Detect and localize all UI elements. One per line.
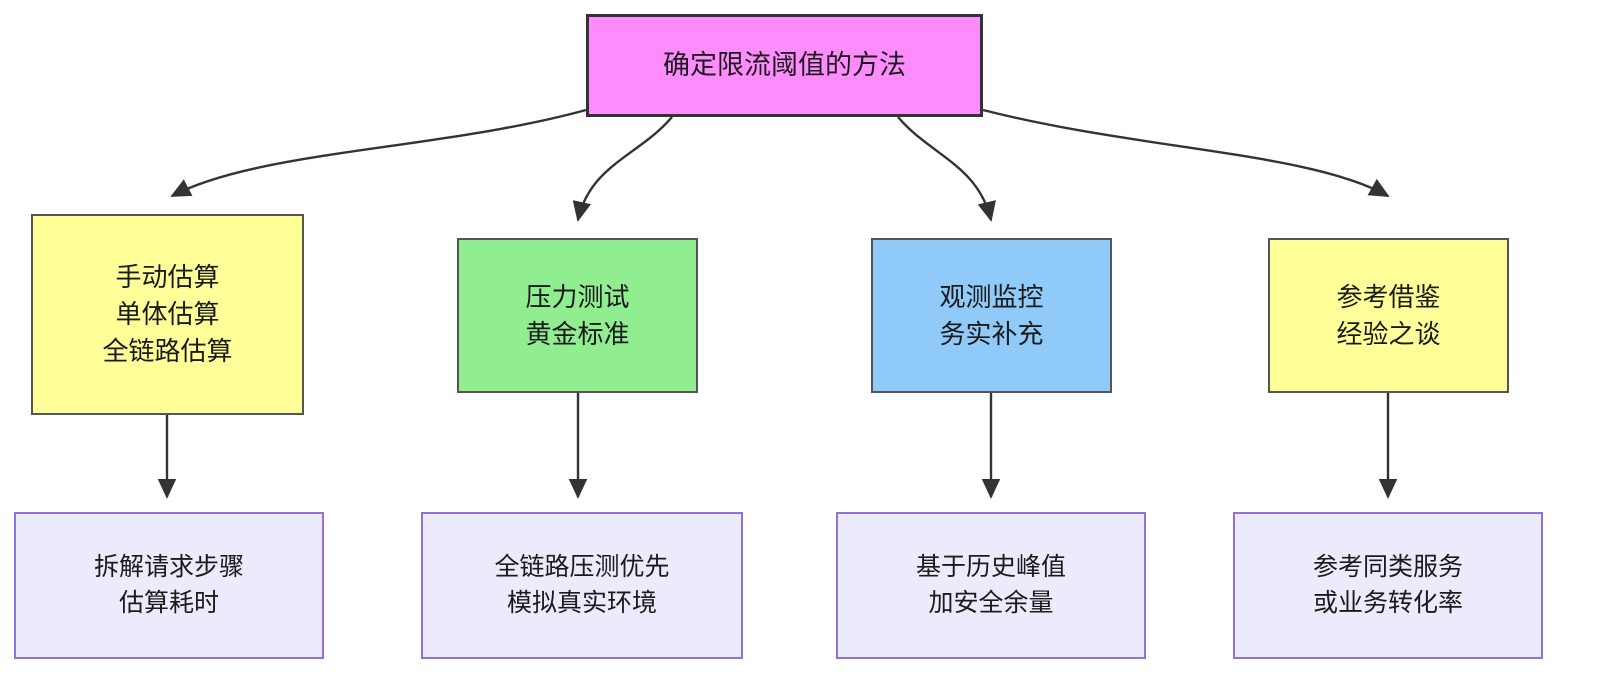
- edge-root-to-monitoring: [897, 116, 996, 222]
- node-cat-reference[interactable]: 参考借鉴 经验之谈: [1268, 238, 1509, 393]
- node-detail-monitoring[interactable]: 基于历史峰值 加安全余量: [836, 512, 1146, 659]
- node-detail-manual-line-1: 估算耗时: [118, 588, 219, 617]
- node-detail-stress-test-line-0: 全链路压测优先: [494, 553, 670, 581]
- node-cat-monitoring-line-0: 观测监控: [939, 281, 1044, 312]
- node-cat-manual-line-0: 手动估算: [115, 262, 220, 293]
- node-cat-reference-line-1: 经验之谈: [1336, 318, 1441, 349]
- node-detail-reference[interactable]: 参考同类服务 或业务转化率: [1233, 512, 1543, 659]
- edge-root-to-reference: [982, 108, 1390, 198]
- node-cat-stress-test[interactable]: 压力测试 黄金标准: [457, 238, 698, 393]
- node-detail-monitoring-line-0: 基于历史峰值: [915, 553, 1066, 581]
- node-cat-stress-test-line-1: 黄金标准: [525, 318, 630, 349]
- node-detail-reference-line-0: 参考同类服务: [1312, 553, 1463, 581]
- node-root[interactable]: 确定限流阈值的方法: [586, 14, 983, 117]
- node-detail-stress-test[interactable]: 全链路压测优先 模拟真实环境: [421, 512, 743, 659]
- node-cat-monitoring[interactable]: 观测监控 务实补充: [871, 238, 1112, 393]
- node-detail-manual-line-0: 拆解请求步骤: [93, 553, 244, 581]
- node-cat-reference-line-0: 参考借鉴: [1336, 281, 1441, 312]
- node-cat-manual-line-1: 单体估算: [115, 299, 220, 330]
- node-detail-stress-test-line-1: 模拟真实环境: [506, 588, 657, 617]
- node-detail-monitoring-line-1: 加安全余量: [928, 588, 1054, 617]
- edge-root-to-manual: [170, 108, 587, 198]
- node-cat-manual[interactable]: 手动估算 单体估算 全链路估算: [31, 214, 304, 415]
- edge-root-to-stress-test: [572, 116, 673, 222]
- node-cat-manual-line-2: 全链路估算: [102, 335, 233, 366]
- node-detail-reference-line-1: 或业务转化率: [1312, 588, 1463, 617]
- node-cat-stress-test-line-0: 压力测试: [525, 281, 630, 312]
- node-root-line-0: 确定限流阈值的方法: [663, 50, 906, 81]
- node-detail-manual[interactable]: 拆解请求步骤 估算耗时: [14, 512, 324, 659]
- node-cat-monitoring-line-1: 务实补充: [939, 318, 1044, 349]
